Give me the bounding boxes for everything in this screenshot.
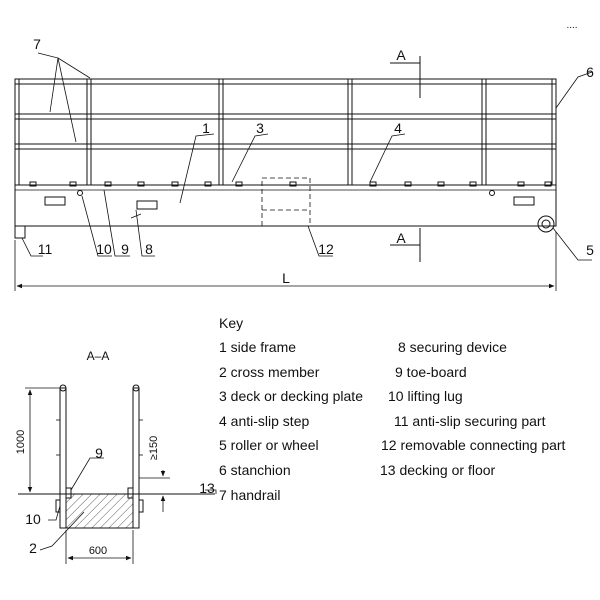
callout-10-section: 10 <box>25 511 41 527</box>
side-elevation <box>14 52 593 291</box>
key-item: 11 anti-slip securing part <box>394 412 546 429</box>
handrail <box>15 78 556 150</box>
callout-1: 1 <box>202 120 210 136</box>
roller-wheel <box>537 215 555 233</box>
section-title: A–A <box>87 349 110 363</box>
anti-slip-securing-part <box>14 225 26 239</box>
callout-4: 4 <box>394 120 402 136</box>
callout-7: 7 <box>33 36 41 52</box>
key-item: 5 roller or wheel <box>219 437 319 454</box>
height-dimension-label: 1000 <box>15 430 27 454</box>
length-label: L <box>282 270 290 286</box>
toe-board-dimension-label: ≥150 <box>148 436 160 460</box>
callout-8: 8 <box>145 241 153 257</box>
key-item: 3 deck or decking plate <box>219 388 363 405</box>
deck-hatched <box>65 493 134 529</box>
callout-9: 9 <box>121 241 129 257</box>
key-item: 4 anti-slip step <box>219 412 310 429</box>
key-right-column: 8 securing device 9 toe-board 10 lifting… <box>380 335 565 483</box>
callout-13: 13 <box>199 480 215 496</box>
key-item: 10 lifting lug <box>388 388 463 405</box>
section-line <box>390 56 421 262</box>
width-dimension-label: 600 <box>89 545 107 557</box>
leader-lines <box>21 52 593 261</box>
side-frame <box>14 181 557 227</box>
callout-3: 3 <box>256 120 264 136</box>
callout-2-section: 2 <box>29 540 37 556</box>
key-item: 1 side frame <box>219 339 297 355</box>
key-item: 13 decking or floor <box>380 461 496 478</box>
key-item: 8 securing device <box>398 339 507 355</box>
section-mark-top: A <box>396 47 406 63</box>
corner-text: .... <box>566 20 577 31</box>
length-dimension <box>14 232 557 291</box>
key-title: Key <box>219 315 244 331</box>
callout-5: 5 <box>586 242 594 258</box>
key-item: 12 removable connecting part <box>381 437 566 454</box>
callout-6: 6 <box>586 64 594 80</box>
section-mark-bottom: A <box>396 230 406 246</box>
callout-9-section: 9 <box>95 445 103 461</box>
section-a-a <box>18 384 217 564</box>
callout-11: 11 <box>38 241 53 257</box>
key-item: 9 toe-board <box>395 363 467 380</box>
key-item: 6 stanchion <box>219 461 291 478</box>
callout-10: 10 <box>96 241 112 257</box>
callout-12: 12 <box>318 241 334 257</box>
stanchions <box>14 78 557 186</box>
key-left-column: 1 side frame 2 cross member 3 deck or de… <box>219 335 363 507</box>
removable-connecting-part <box>261 177 311 227</box>
key-item: 2 cross member <box>219 363 320 380</box>
key-item: 7 handrail <box>219 486 281 503</box>
